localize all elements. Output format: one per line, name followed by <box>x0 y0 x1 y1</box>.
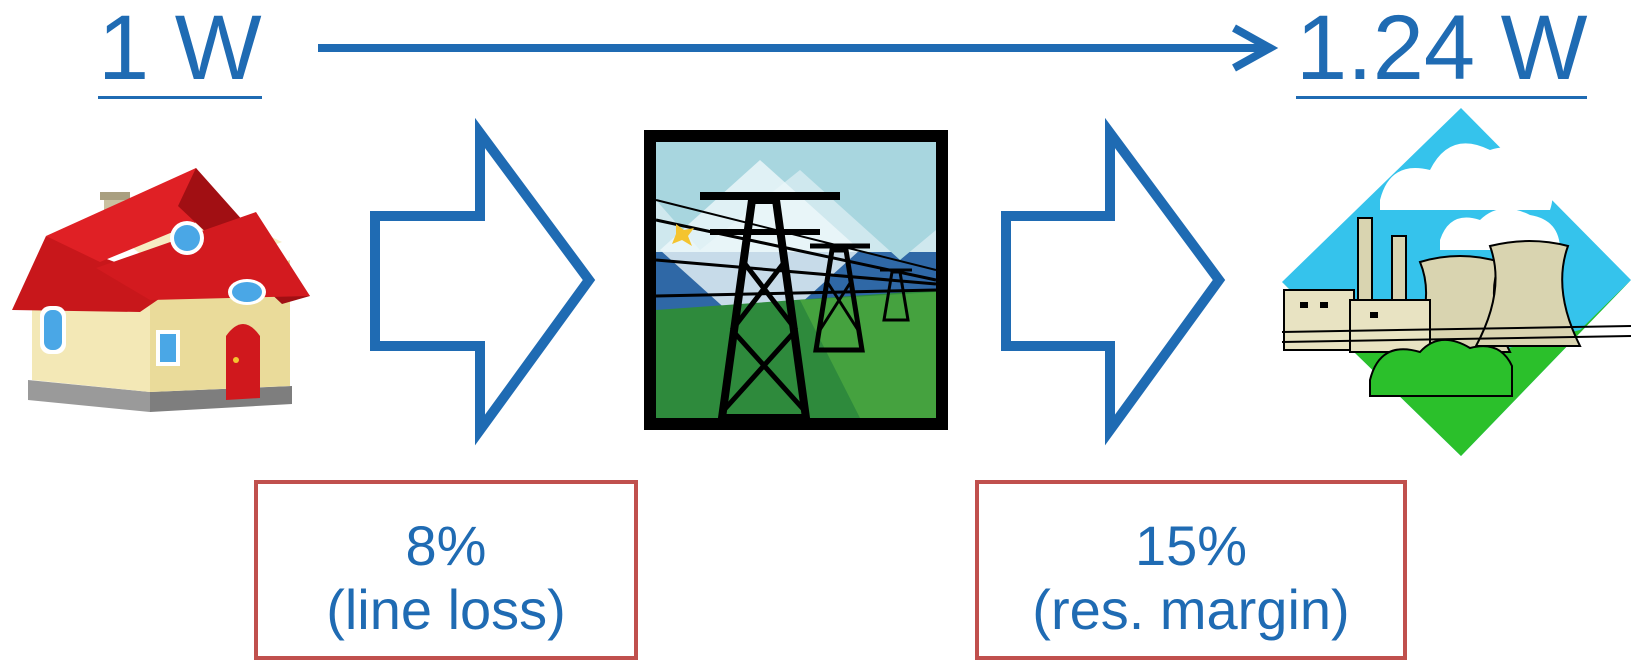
line-loss-percent: 8% <box>405 514 487 577</box>
reserve-margin-box: 15% (res. margin) <box>975 480 1407 660</box>
house-icon <box>12 168 310 412</box>
reserve-margin-description: (res. margin) <box>1032 578 1350 641</box>
reserve-margin-percent: 15% <box>1134 514 1248 577</box>
arrow-right-icon <box>370 117 596 446</box>
start-power-label: 1 W <box>98 0 262 99</box>
top-arrow <box>318 24 1279 72</box>
arrow-right-icon <box>1001 117 1226 446</box>
line-loss-box: 8% (line loss) <box>254 480 638 660</box>
transmission-tower-icon <box>644 130 948 430</box>
end-power-label: 1.24 W <box>1296 0 1588 99</box>
line-loss-description: (line loss) <box>326 578 566 641</box>
power-plant-icon <box>1281 108 1631 456</box>
